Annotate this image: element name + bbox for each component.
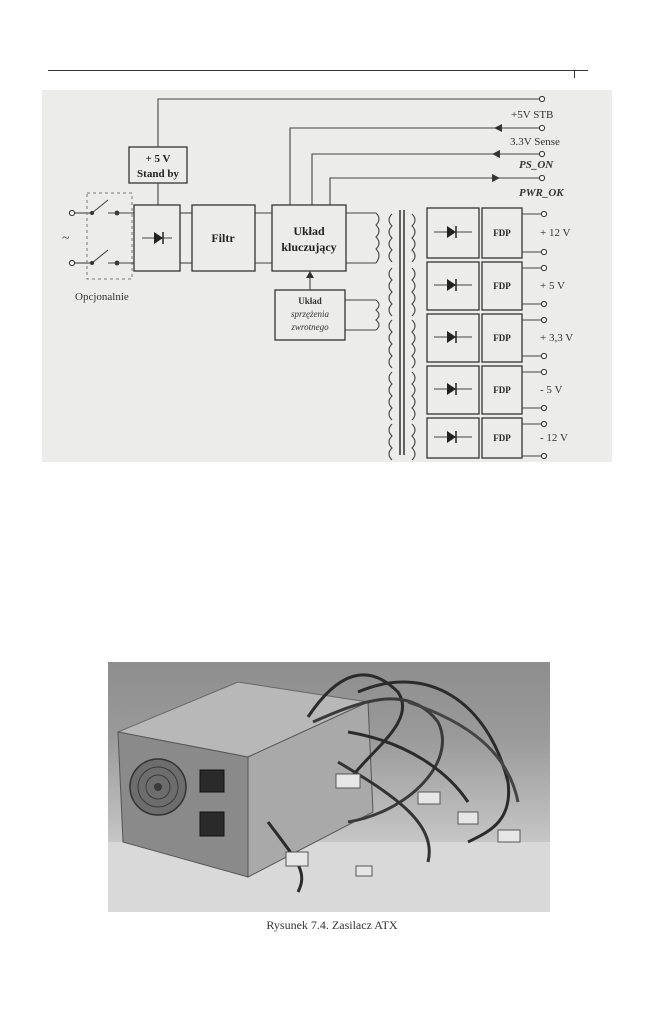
- output-row-minus5: FDP - 5 V: [388, 365, 562, 421]
- molex-connector-1: [335, 773, 361, 789]
- header-rule: [48, 70, 588, 71]
- signal-label-stb: +5V STB: [511, 109, 553, 121]
- feedback-label-line2: sprzężenia: [291, 309, 329, 319]
- switching-label-line1: Układ: [293, 224, 325, 238]
- svg-text:FDP: FDP: [493, 333, 511, 343]
- ac-socket-icon: [199, 769, 225, 793]
- svg-text:FDP: FDP: [493, 228, 511, 238]
- power-supply-block-diagram: ~ Opcjonalnie Filtr Układ kluczujący Ukł…: [42, 90, 612, 462]
- signal-label-pwr-ok: PWR_OK: [519, 187, 564, 199]
- input-rectifier-box: [133, 204, 181, 272]
- standby-line1: + 5 V: [145, 153, 170, 165]
- rectifier-diode-icon: [154, 232, 163, 244]
- svg-text:+ 3,3 V: + 3,3 V: [540, 332, 573, 344]
- standby-line2: Stand by: [137, 168, 179, 180]
- optional-switch-box: [86, 192, 133, 280]
- atx-psu-photo: [108, 662, 550, 912]
- ac-terminal-top: [68, 209, 76, 217]
- filter-label: Filtr: [211, 231, 235, 245]
- optional-label: Opcjonalnie: [75, 291, 129, 303]
- switching-unit-box: [271, 204, 347, 272]
- svg-text:FDP: FDP: [493, 281, 511, 291]
- svg-text:+ 12 V: + 12 V: [540, 227, 571, 239]
- switch-top: [91, 199, 109, 214]
- svg-text:FDP: FDP: [493, 385, 511, 395]
- ac-symbol: ~: [62, 231, 70, 246]
- signal-label-sense: 3.3V Sense: [510, 136, 560, 148]
- feedback-arrow-icon: [306, 271, 314, 278]
- feedback-coil-icon: [375, 299, 380, 331]
- feedback-label-line3: zwrotnego: [290, 322, 329, 332]
- output-row-plus12: FDP + 12 V: [388, 207, 571, 263]
- output-row-plus3v3: FDP + 3,3 V: [388, 313, 573, 369]
- figure-caption: Rysunek 7.4. Zasilacz ATX: [266, 918, 398, 932]
- svg-text:- 5 V: - 5 V: [540, 384, 562, 396]
- molex-connector-3: [285, 851, 309, 867]
- floppy-connector: [355, 865, 373, 877]
- sense-arrow-icon: [492, 150, 500, 158]
- molex-connector-2: [417, 791, 441, 805]
- filter-box: [191, 204, 256, 272]
- stb-sense-arrow-icon: [494, 124, 502, 132]
- primary-coil-icon: [375, 212, 380, 264]
- power-socket-icon: [199, 811, 225, 837]
- ac-terminal-bottom: [68, 259, 76, 267]
- signal-label-ps-on: PS_ON: [519, 159, 554, 171]
- svg-text:+ 5 V: + 5 V: [540, 280, 565, 292]
- header-rule-tick: [574, 70, 575, 78]
- output-row-minus12: FDP - 12 V: [388, 417, 568, 461]
- pwr-ok-arrow-icon: [492, 174, 500, 182]
- psu-side-face: [247, 701, 374, 878]
- output-row-plus5: FDP + 5 V: [388, 261, 565, 317]
- switching-label-line2: kluczujący: [281, 240, 336, 254]
- switch-bottom: [91, 249, 109, 264]
- svg-text:FDP: FDP: [493, 433, 511, 443]
- feedback-label-line1: Układ: [298, 296, 322, 306]
- molex-connector-5: [497, 829, 521, 843]
- molex-connector-4: [457, 811, 479, 825]
- svg-text:- 12 V: - 12 V: [540, 432, 568, 444]
